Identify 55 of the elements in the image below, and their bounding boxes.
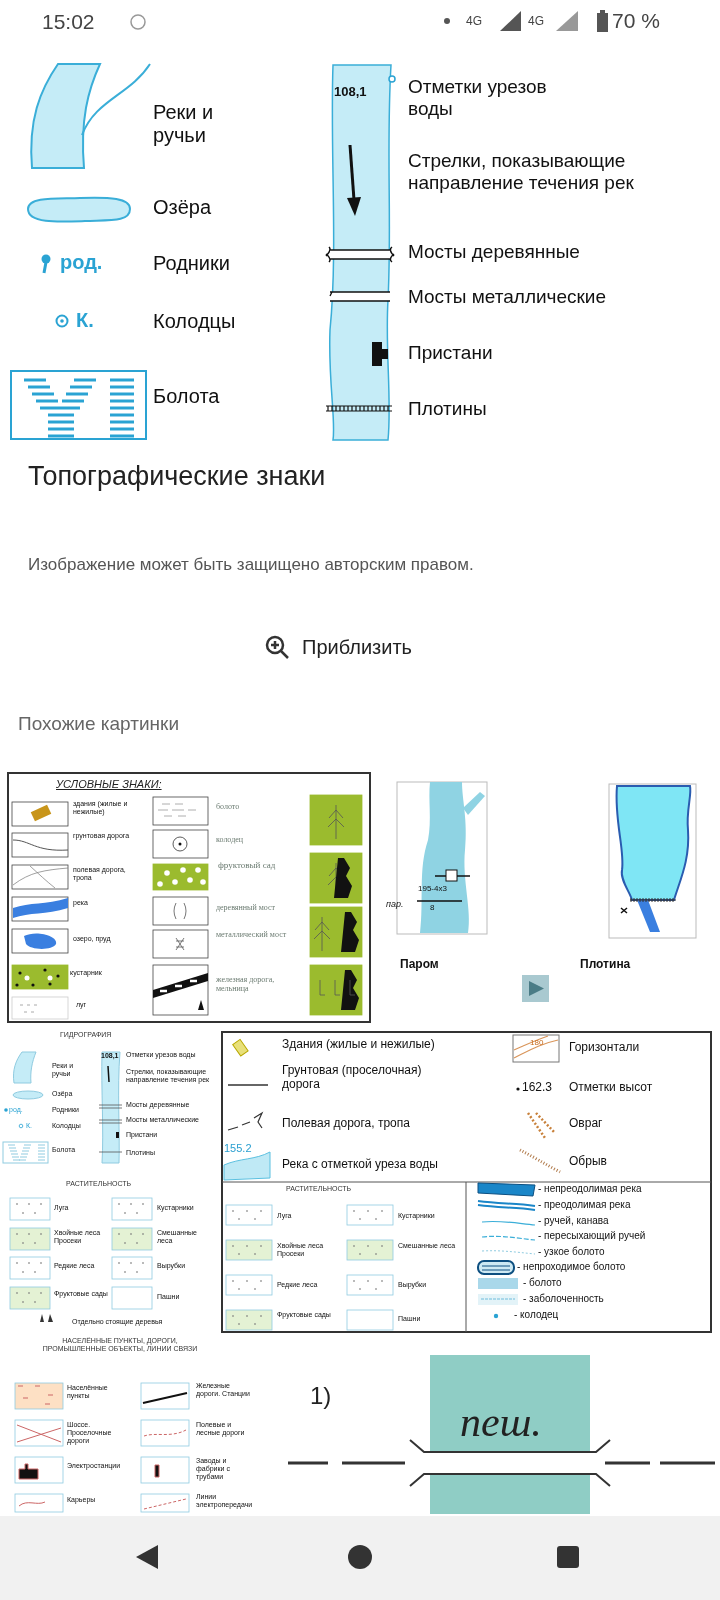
- map-text: пар.: [386, 899, 405, 910]
- symbol-text: К.: [76, 309, 95, 332]
- elevation-value: 108,1: [334, 85, 368, 100]
- map-text: пеш.: [460, 1398, 543, 1447]
- label-text: Грунтовая (проселочная) дорога: [282, 1064, 423, 1092]
- label-text: Паром: [400, 958, 440, 972]
- label-text: металлический мост: [216, 930, 288, 940]
- label-text: Обрыв: [569, 1155, 608, 1169]
- label-text: Здания (жилые и нежилые): [282, 1038, 436, 1052]
- label-text: - заболоченность: [523, 1293, 605, 1305]
- card-heading: УСЛОВНЫЕ ЗНАКИ:: [56, 778, 163, 791]
- map-text: 1): [310, 1382, 333, 1410]
- label-text: Стрелки, показывающие направление течения рек: [408, 150, 635, 194]
- symbol-text: род.: [60, 251, 104, 274]
- network-label: 4G: [528, 15, 545, 29]
- label-text: Колодцы: [153, 310, 237, 333]
- label-text: деревянный мост: [216, 903, 277, 913]
- elevation-value: 155.2: [224, 1142, 253, 1155]
- label-text: Плотина: [580, 958, 632, 972]
- label-text: болото: [216, 802, 241, 812]
- elevation-value: 162.3: [522, 1081, 554, 1095]
- label-text: - ручей, канава: [538, 1215, 610, 1227]
- label-text: - болото: [523, 1277, 563, 1289]
- label-text: Озёра: [153, 196, 213, 219]
- label-text: - колодец: [514, 1309, 560, 1321]
- label-text: Родники: [153, 252, 231, 275]
- network-label: 4G: [466, 15, 483, 29]
- label-text: Овраг: [569, 1117, 604, 1131]
- label-text: Пристани: [408, 342, 494, 364]
- label-text: колодец: [216, 835, 245, 845]
- label-text: - пересыхающий ручей: [538, 1230, 647, 1242]
- map-text: 8: [430, 903, 436, 913]
- label-text: - непреодолимая река: [538, 1183, 643, 1195]
- label-text: - непроходимое болото: [517, 1261, 627, 1273]
- label-text: - преодолимая река: [538, 1199, 632, 1211]
- map-text: 195-4x3: [418, 884, 448, 894]
- status-time: 15:02: [42, 10, 96, 35]
- label-text: Мосты деревянные: [408, 241, 581, 263]
- label-text: Болота: [153, 385, 221, 408]
- label-text: Отметки высот: [569, 1081, 654, 1095]
- label-text: Мосты металлические: [408, 286, 608, 308]
- page-title: Топографические знаки: [28, 461, 326, 493]
- label-text: Отметки урезов воды: [408, 76, 548, 120]
- label-text: Реки и ручьи: [153, 101, 215, 147]
- contour-value: 180: [530, 1038, 545, 1048]
- label-text: фруктовый сад: [218, 860, 277, 871]
- section-heading: Похожие картинки: [18, 713, 180, 735]
- label-text: Река с отметкой уреза воды: [282, 1158, 439, 1172]
- notice-text: Изображение может быть защищено авторским правом.: [28, 555, 475, 575]
- label-text: - узкое болото: [538, 1246, 606, 1258]
- label-text: Горизонтали: [569, 1041, 641, 1055]
- label-text: железная дорога, мельница: [216, 975, 276, 994]
- battery-percent: 70 %: [612, 9, 661, 34]
- label-text: Полевая дорога, тропа: [282, 1117, 411, 1131]
- label-text: Плотины: [408, 398, 488, 420]
